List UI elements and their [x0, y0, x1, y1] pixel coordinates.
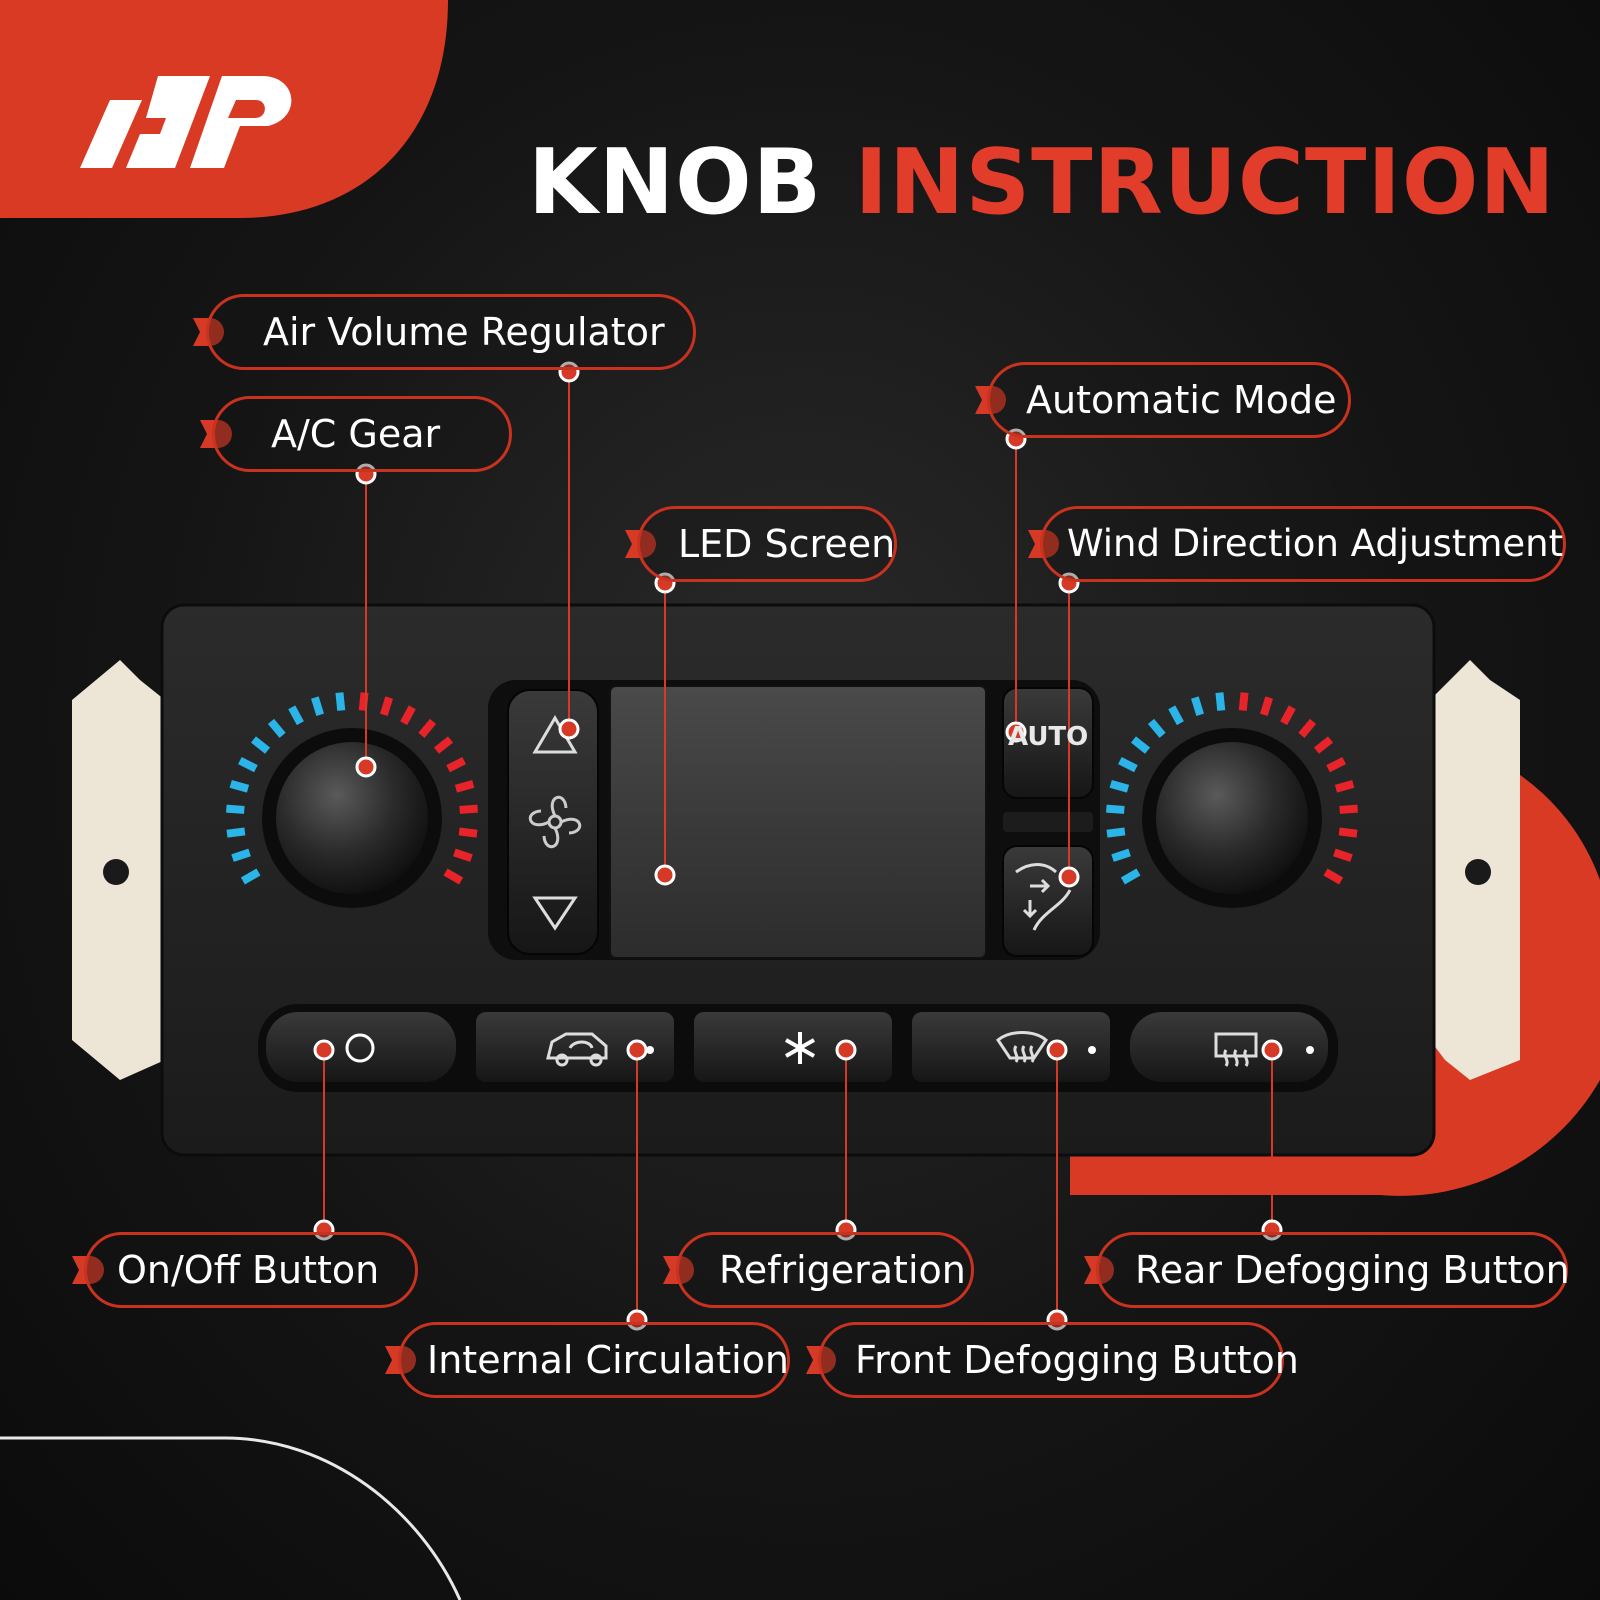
temperature-tick: [288, 705, 304, 726]
power-icon: [345, 1033, 375, 1063]
callout-led-screen-label: LED Screen: [678, 522, 896, 566]
temperature-tick: [1298, 718, 1317, 738]
callout-auto-mode-label: Automatic Mode: [1026, 378, 1337, 422]
temperature-tick: [311, 696, 324, 716]
callout-rear-defog: Rear Defogging Button: [1096, 1232, 1570, 1308]
callout-internal-circulation: Internal Circulation: [398, 1322, 790, 1398]
temperature-tick: [231, 848, 251, 862]
temperature-tick: [1130, 736, 1151, 754]
temperature-tick: [335, 692, 346, 711]
temperature-tick: [418, 718, 437, 738]
callout-wind-direction-label: Wind Direction Adjustment: [1067, 522, 1564, 565]
temperature-tick: [1280, 705, 1296, 726]
temperature-tick: [1118, 756, 1138, 773]
a-premium-logo-icon: [80, 76, 292, 168]
bottom-arc-line: [0, 1436, 462, 1600]
refrigeration-button: [694, 1012, 892, 1082]
temperature-tick: [1323, 868, 1344, 885]
temperature-tick: [1215, 692, 1226, 711]
callout-air-volume-label: Air Volume Regulator: [263, 310, 665, 354]
on-off-button: [266, 1012, 456, 1082]
temperature-tick: [1338, 827, 1358, 838]
led-screen-display: [609, 685, 987, 959]
callout-rear-defog-label: Rear Defogging Button: [1135, 1248, 1570, 1292]
wind-direction-icon: [1015, 863, 1072, 931]
title-word-instruction: INSTRUCTION: [854, 130, 1556, 235]
page-title: KNOB INSTRUCTION: [528, 128, 1568, 238]
temperature-tick: [1333, 848, 1353, 862]
temperature-tick: [1238, 692, 1249, 711]
callout-front-defog: Front Defogging Button: [818, 1322, 1299, 1398]
temperature-tick: [453, 848, 473, 862]
temperature-tick: [238, 756, 258, 773]
temperature-tick: [458, 827, 478, 838]
temperature-tick: [1326, 756, 1346, 773]
temperature-tick: [358, 692, 369, 711]
temperature-tick: [1111, 848, 1131, 862]
fan-down-arrow-icon: [532, 896, 578, 931]
recirculation-button: [476, 1012, 674, 1082]
temperature-tick: [1334, 780, 1355, 793]
callout-led-screen: LED Screen: [637, 506, 897, 582]
temperature-tick: [1109, 780, 1130, 793]
temperature-tick: [433, 736, 454, 754]
temperature-tick: [1339, 804, 1358, 814]
callout-on-off-label: On/Off Button: [117, 1248, 380, 1292]
temperature-tick: [1147, 718, 1166, 738]
callout-on-off: On/Off Button: [84, 1232, 418, 1308]
fan-speed-rocker: [507, 689, 599, 955]
wind-direction-button: [1002, 845, 1094, 957]
temperature-tick: [446, 756, 466, 773]
temperature-tick: [226, 804, 245, 814]
front-defog-button: [912, 1012, 1110, 1082]
temperature-tick: [250, 736, 271, 754]
temperature-tick: [1106, 827, 1126, 838]
auto-button: [1002, 687, 1094, 799]
title-word-knob: KNOB: [528, 130, 823, 235]
fan-icon: [528, 795, 582, 849]
rear-defog-button: [1130, 1012, 1328, 1082]
front-defrost-icon: [996, 1031, 1048, 1063]
temperature-tick: [380, 696, 393, 716]
temperature-tick: [459, 804, 478, 814]
temperature-tick: [1120, 868, 1141, 885]
snowflake-icon: [785, 1032, 815, 1064]
temperature-tick: [240, 868, 261, 885]
callout-lines: [323, 372, 1273, 1320]
callout-ac-gear-label: A/C Gear: [271, 412, 441, 456]
temperature-tick: [1168, 705, 1184, 726]
temperature-tick: [229, 780, 250, 793]
left-temperature-knob: [226, 692, 478, 908]
temperature-tick: [1191, 696, 1204, 716]
callout-front-defog-label: Front Defogging Button: [855, 1338, 1299, 1382]
right-temperature-knob: [1106, 692, 1358, 908]
callout-auto-mode: Automatic Mode: [987, 362, 1351, 438]
right-mount-clip: [1430, 660, 1520, 1080]
auto-button-label[interactable]: AUTO: [1008, 722, 1089, 752]
temperature-tick: [454, 780, 475, 793]
callout-refrigeration: Refrigeration: [676, 1232, 974, 1308]
left-mount-clip: [72, 660, 165, 1080]
temperature-tick: [1260, 696, 1273, 716]
temperature-tick: [443, 868, 464, 885]
temperature-tick: [400, 705, 416, 726]
rear-defrost-icon: [1214, 1032, 1258, 1067]
callout-ac-gear: A/C Gear: [212, 396, 512, 472]
recirculation-icon: [546, 1032, 608, 1067]
temperature-tick: [226, 827, 246, 838]
callout-refrigeration-label: Refrigeration: [719, 1248, 966, 1292]
temperature-tick: [1313, 736, 1334, 754]
temperature-tick: [267, 718, 286, 738]
callout-wind-direction: Wind Direction Adjustment: [1040, 506, 1566, 582]
callout-internal-circulation-label: Internal Circulation: [427, 1338, 790, 1382]
temperature-tick: [1106, 804, 1125, 814]
callout-air-volume: Air Volume Regulator: [206, 294, 696, 370]
